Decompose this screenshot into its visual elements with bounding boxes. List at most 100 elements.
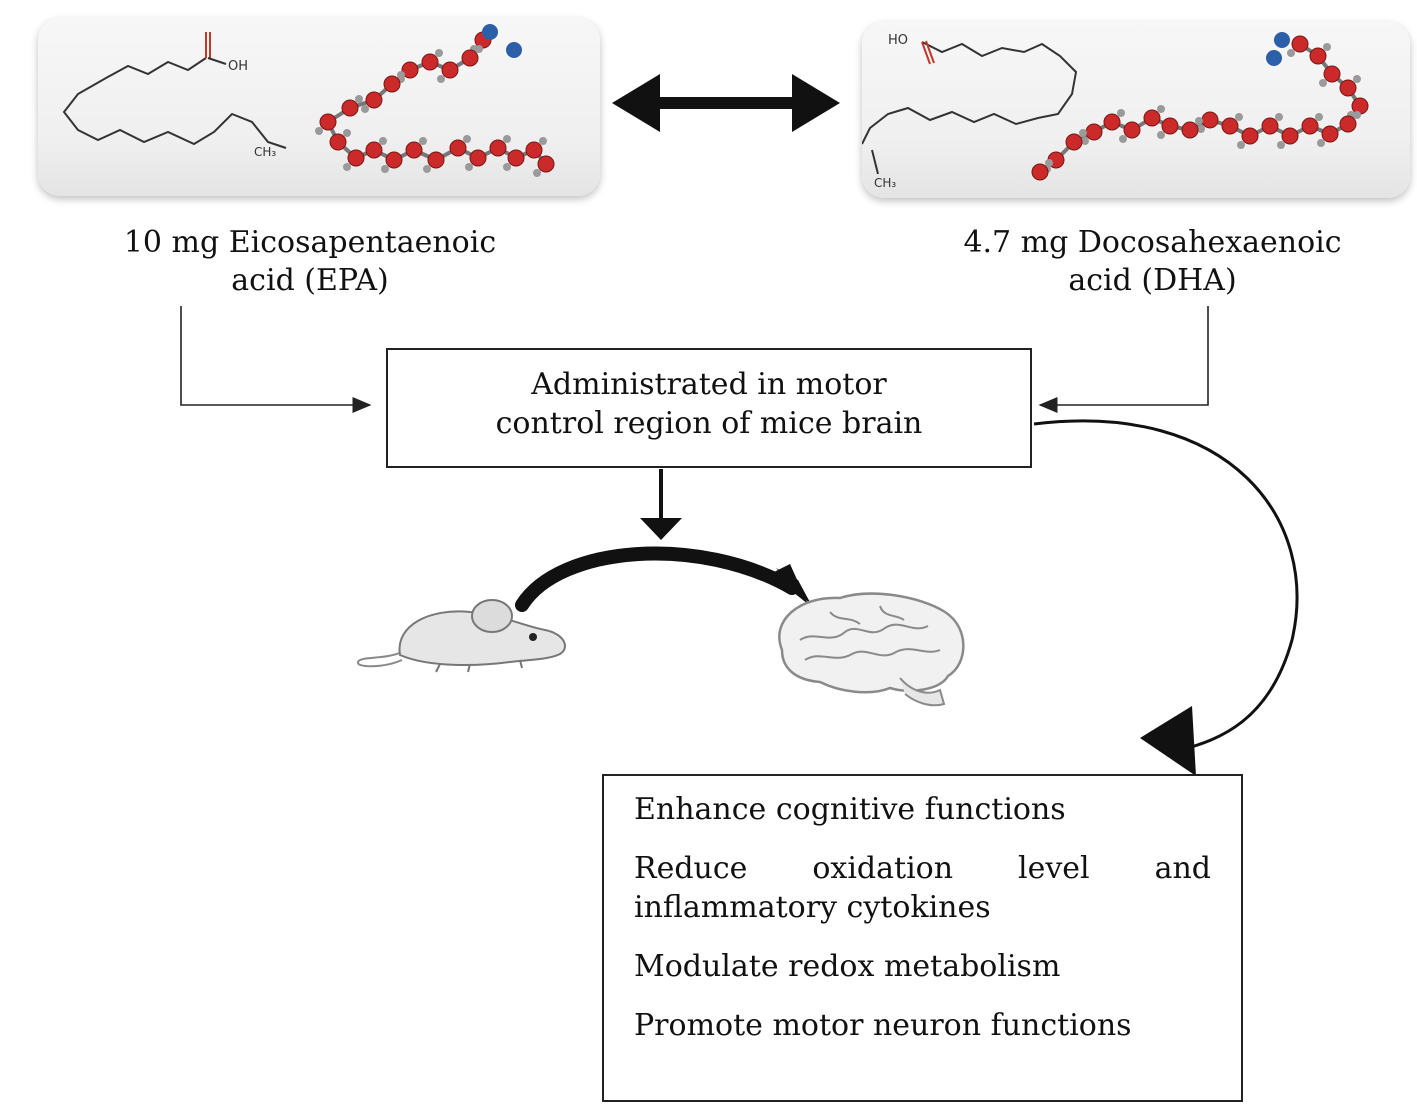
carbon-atom: [1351, 97, 1369, 115]
epa-to-box-connector: [180, 306, 372, 413]
hydrogen-atom: [1195, 117, 1203, 125]
hydrogen-atom: [437, 75, 445, 83]
carbon-atom: [507, 149, 525, 167]
carbon-atom: [461, 49, 479, 67]
carbon-atom: [365, 91, 383, 109]
curve-to-outcomes-arrow: [1033, 419, 1299, 776]
brain-icon: [778, 592, 965, 707]
dha-ch3-label: CH₃: [874, 176, 896, 190]
hydrogen-atom: [435, 49, 443, 57]
carbon-atom: [1123, 121, 1141, 139]
carbon-atom: [1031, 163, 1049, 181]
carbon-atom: [1323, 65, 1341, 83]
curved-arrow-icon: [515, 546, 812, 612]
carbon-atom: [1281, 127, 1299, 145]
carbon-atom: [385, 151, 403, 169]
carbon-atom: [1201, 111, 1219, 129]
hydrogen-atom: [423, 165, 431, 173]
epa-caption: 10 mg Eicosapentaenoic acid (EPA): [60, 224, 560, 300]
carbon-atom: [341, 99, 359, 117]
dha-structure-diagram: HO CH₃: [862, 32, 1369, 190]
hydrogen-atom: [1079, 129, 1087, 137]
carbon-atom: [319, 113, 337, 131]
dha-ho-label: HO: [888, 33, 908, 48]
hydrogen-atom: [1353, 111, 1361, 119]
carbon-atom: [1301, 117, 1319, 135]
carbon-atom: [405, 141, 423, 159]
carbon-atom: [1161, 117, 1179, 135]
hydrogen-atom: [1197, 125, 1205, 133]
hydrogen-atom: [355, 95, 363, 103]
hydrogen-atom: [475, 45, 483, 53]
hydrogen-atom: [361, 105, 369, 113]
outcome-item: Modulate redox metabolism: [634, 949, 1061, 984]
hydrogen-atom: [1045, 159, 1053, 167]
mouse-icon: [357, 599, 566, 673]
administration-box: Administrated in motor control region of…: [386, 348, 1032, 468]
hydrogen-atom: [1237, 141, 1245, 149]
hydrogen-atom: [1319, 79, 1327, 87]
epa-oh-label: OH: [228, 59, 248, 74]
carbon-atom: [1103, 113, 1121, 131]
epa-ch3-label: CH₃: [254, 145, 276, 159]
hydrogen-atom: [381, 165, 389, 173]
carbon-atom: [1085, 123, 1103, 141]
oxygen-atom: [1266, 50, 1282, 66]
dha-ball-and-stick-model: [1031, 32, 1369, 181]
dha-caption-line-1: 4.7 mg Docosahexaenoic: [963, 225, 1342, 260]
hydrogen-atom: [419, 137, 427, 145]
outcome-item: Reduce oxidation level and inflammatory …: [634, 851, 1211, 925]
hydrogen-atom: [315, 127, 323, 135]
carbon-atom: [1181, 121, 1199, 139]
carbon-atom: [347, 149, 365, 167]
epa-skeletal-formula: [62, 57, 287, 149]
hydrogen-atom: [1235, 113, 1243, 121]
hydrogen-atom: [379, 137, 387, 145]
oxygen-atom: [506, 42, 522, 58]
epa-structure-diagram: OH CH₃: [62, 24, 555, 177]
dha-caption: 4.7 mg Docosahexaenoic acid (DHA): [895, 224, 1410, 300]
carbon-atom: [1339, 115, 1357, 133]
dha-to-box-connector: [1038, 306, 1209, 413]
carbon-atom: [469, 149, 487, 167]
administration-line-2: control region of mice brain: [495, 406, 923, 441]
carbon-atom: [1309, 47, 1327, 65]
carbon-atom: [1065, 133, 1083, 151]
carbon-atom: [525, 141, 543, 159]
hydrogen-atom: [1157, 105, 1165, 113]
administration-line-1: Administrated in motor: [531, 367, 887, 402]
hydrogen-atom: [1315, 113, 1323, 121]
double-arrow-icon: [612, 74, 840, 132]
epa-caption-line-1: 10 mg Eicosapentaenoic: [123, 225, 497, 260]
dha-caption-line-2: acid (DHA): [1068, 263, 1237, 298]
carbon-atom: [329, 133, 347, 151]
hydrogen-atom: [539, 137, 547, 145]
carbon-atom: [365, 141, 383, 159]
dha-molecule-card: HO CH₃: [862, 22, 1410, 198]
hydrogen-atom: [463, 135, 471, 143]
hydrogen-atom: [1119, 135, 1127, 143]
hydrogen-atom: [1317, 139, 1325, 147]
hydrogen-atom: [1353, 75, 1361, 83]
down-arrow-icon: [640, 469, 682, 540]
outcome-item: Enhance cognitive functions: [634, 792, 1066, 827]
carbon-atom: [421, 53, 439, 71]
carbon-atom: [537, 155, 555, 173]
epa-ball-and-stick-model: [315, 24, 555, 177]
outcome-item: Promote motor neuron functions: [634, 1008, 1132, 1043]
carbon-atom: [1241, 127, 1259, 145]
carbon-atom: [449, 139, 467, 157]
epa-caption-line-2: acid (EPA): [231, 263, 389, 298]
carbon-atom: [441, 61, 459, 79]
carbon-atom: [1221, 117, 1239, 135]
hydrogen-atom: [343, 129, 351, 137]
hydrogen-atom: [503, 135, 511, 143]
carbon-atom: [1339, 79, 1357, 97]
carbon-atom: [383, 75, 401, 93]
dha-skeletal-formula: [862, 41, 1078, 145]
hydrogen-atom: [1287, 49, 1295, 57]
oxygen-atom: [482, 24, 498, 40]
carbon-atom: [1143, 109, 1161, 127]
hydrogen-atom: [503, 163, 511, 171]
